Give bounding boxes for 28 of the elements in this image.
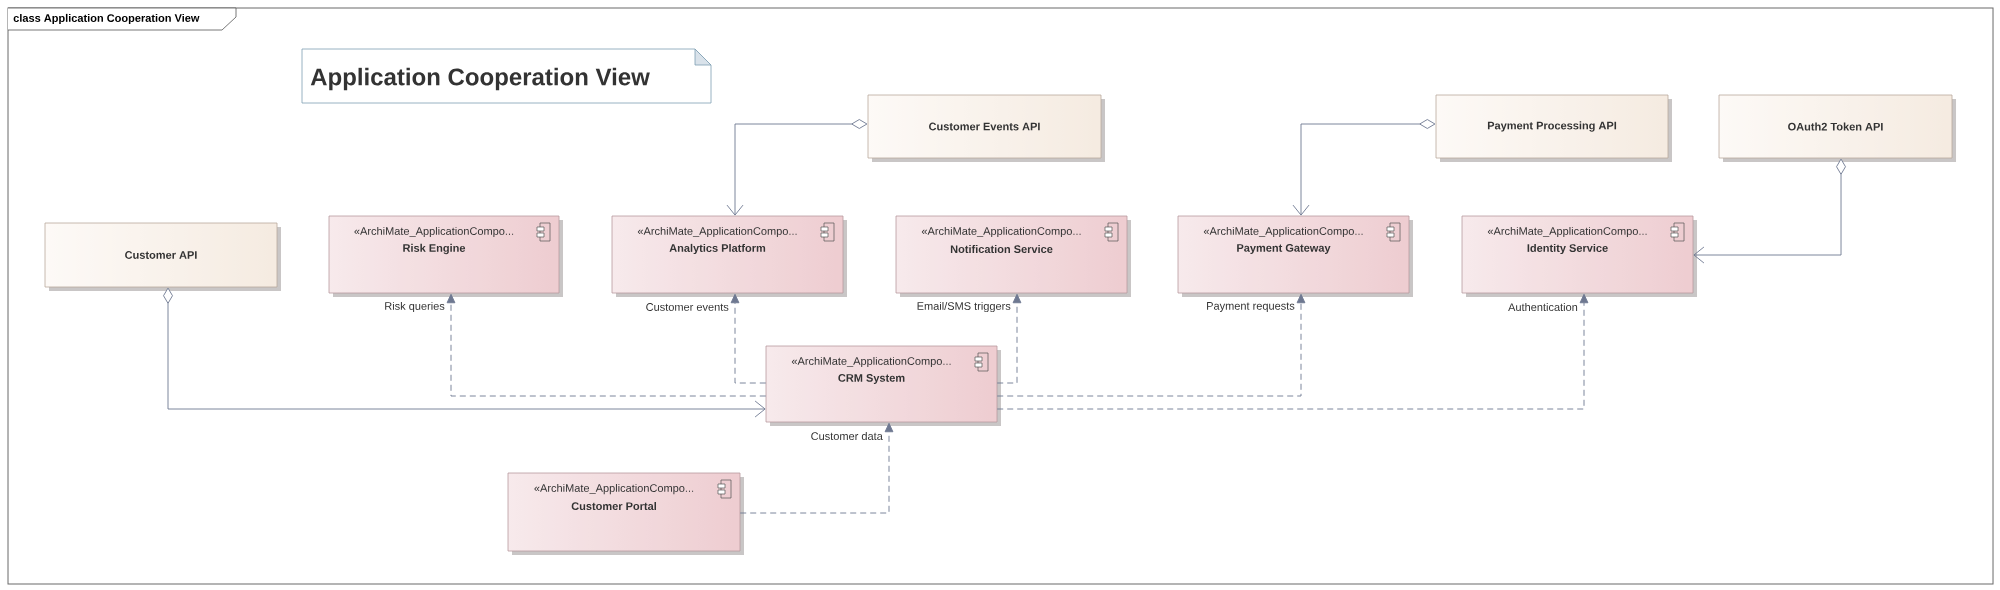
edge-label: Risk queries xyxy=(383,300,446,314)
interface-box: Payment Processing API xyxy=(1435,94,1672,162)
interface-box: OAuth2 Token API xyxy=(1718,94,1956,162)
dashed-arrow xyxy=(730,293,767,384)
dashed-arrow xyxy=(996,293,1022,384)
aggregation-arrow xyxy=(726,119,868,216)
component-box: «ArchiMate_ApplicationCompo... Customer Portal xyxy=(507,472,744,555)
dashed-arrow xyxy=(996,293,1589,410)
component-box: «ArchiMate_ApplicationCompo... Payment Gateway xyxy=(1177,215,1413,297)
component-box: «ArchiMate_ApplicationCompo... Notification Service xyxy=(895,215,1131,297)
edge-label: Email/SMS triggers xyxy=(915,300,1012,314)
dashed-arrow xyxy=(739,422,894,514)
note: Application Cooperation View xyxy=(301,48,712,104)
edge-label: Customer data xyxy=(809,430,884,442)
component-box: «ArchiMate_ApplicationCompo... CRM System xyxy=(765,345,1001,426)
edge-label: Authentication xyxy=(1507,301,1579,313)
aggregation-arrow xyxy=(1693,158,1846,264)
edge-label: Payment requests xyxy=(1205,301,1296,313)
interface-box: Customer API xyxy=(44,222,281,291)
interface-box: Customer Events API xyxy=(867,94,1105,162)
component-box: «ArchiMate_ApplicationCompo... Risk Engine xyxy=(328,215,563,297)
aggregation-arrow xyxy=(1292,119,1436,216)
aggregation-arrow xyxy=(163,287,766,418)
dashed-arrow xyxy=(446,293,767,397)
component-box: «ArchiMate_ApplicationCompo... Identity Service xyxy=(1461,215,1697,297)
dashed-arrow xyxy=(996,293,1306,397)
component-box: «ArchiMate_ApplicationCompo... Analytics Platform xyxy=(611,215,847,297)
edge-label: Customer events xyxy=(644,302,730,312)
